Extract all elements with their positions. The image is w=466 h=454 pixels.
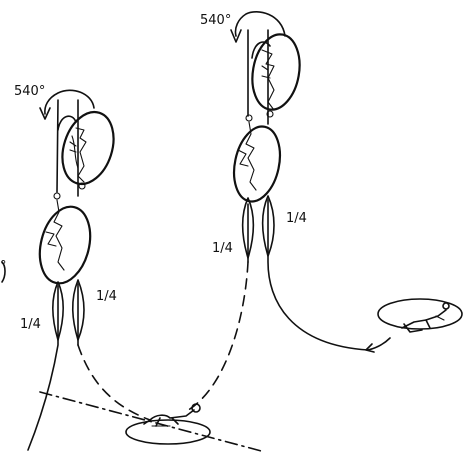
left-path-a: [27, 99, 59, 451]
right-lower-head: [245, 114, 253, 122]
left-fraction-label-b: 1/4: [96, 289, 117, 304]
edge-fragment-arc: [1, 261, 6, 283]
right-fraction-label-b: 1/4: [286, 211, 307, 226]
landing-arrow-head-icon: [365, 343, 375, 353]
right-lower-ring: [232, 125, 282, 203]
baseline-trace: [39, 391, 266, 453]
approach-traces: [39, 261, 266, 453]
left-rotation-arrow-icon: [39, 89, 95, 120]
right-rotation-arrow-icon: [230, 11, 286, 43]
left-upper-ring-inner: [57, 115, 77, 131]
landing-area: [377, 298, 463, 333]
left-upper-ring: [61, 110, 115, 186]
takeoff-skater-icon: [143, 403, 201, 427]
landing-skater-icon: [401, 302, 450, 333]
left-lower-ring: [38, 205, 92, 285]
left-upper-rotation: [57, 110, 115, 190]
right-jump: 540° 1/4 1/4: [200, 11, 391, 353]
left-fraction-marker-b: [71, 279, 85, 341]
left-lower-rotation: [38, 192, 92, 285]
landing-ellipse: [377, 298, 463, 330]
takeoff-area: [125, 403, 211, 445]
right-upper-skater-icon: [261, 49, 275, 118]
edge-fragment-label: °: [0, 259, 7, 274]
right-fraction-marker-b: [261, 195, 275, 257]
center-dashed-trace: [184, 261, 249, 413]
left-fraction-label-a: 1/4: [20, 317, 41, 332]
left-lower-head: [53, 192, 61, 200]
right-upper-ring: [251, 33, 301, 111]
left-lower-skater-icon: [45, 199, 65, 271]
left-jump: 540° 1/4 1/4: [0, 84, 117, 451]
left-dashed-trace: [77, 344, 151, 421]
right-path-b: [267, 29, 369, 351]
landing-arrow-shaft: [367, 337, 391, 351]
right-fraction-label-a: 1/4: [212, 241, 233, 256]
takeoff-ellipse: [125, 419, 211, 445]
left-upper-skater-icon: [69, 127, 87, 190]
left-rotation-label: 540°: [14, 84, 45, 99]
right-rotation-label: 540°: [200, 13, 231, 28]
right-lower-rotation: [232, 114, 282, 203]
right-upper-rotation: [251, 33, 301, 118]
right-lower-skater-icon: [237, 121, 257, 191]
left-fraction-marker-a: [51, 281, 65, 341]
right-fraction-marker-a: [241, 197, 255, 259]
